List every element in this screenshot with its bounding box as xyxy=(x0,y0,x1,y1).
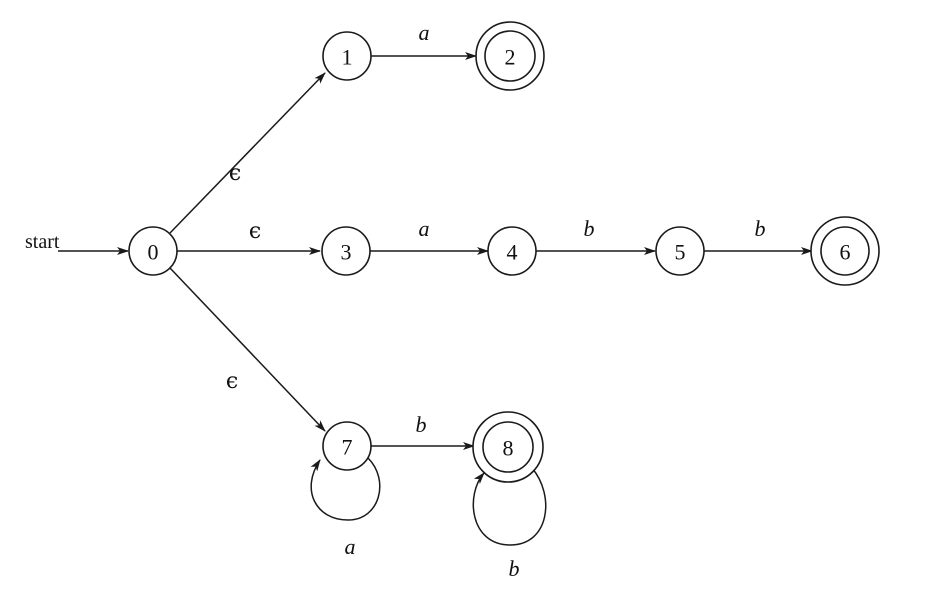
state-0: 0 xyxy=(128,226,178,276)
edge-label-8-8: b xyxy=(509,556,520,581)
edge-label-1-2: a xyxy=(419,20,430,45)
state-8: 8 xyxy=(472,411,544,483)
svg-text:2: 2 xyxy=(505,45,516,70)
svg-text:5: 5 xyxy=(675,240,686,265)
svg-text:1: 1 xyxy=(342,45,353,70)
state-7: 7 xyxy=(322,421,372,471)
edge-label-7-8: b xyxy=(416,412,427,437)
svg-text:0: 0 xyxy=(148,240,159,265)
svg-text:4: 4 xyxy=(507,240,518,265)
edge-0-7 xyxy=(169,267,326,432)
state-4: 4 xyxy=(487,226,537,276)
edge-label-0-1: ϵ xyxy=(229,161,241,186)
edge-label-7-7: a xyxy=(345,534,356,559)
svg-text:8: 8 xyxy=(503,436,514,461)
edge-label-5-6: b xyxy=(755,216,766,241)
start-label: start xyxy=(25,231,60,253)
state-1: 1 xyxy=(322,31,372,81)
loop-8 xyxy=(472,467,547,546)
state-5: 5 xyxy=(655,226,705,276)
edge-label-0-3: ϵ xyxy=(249,219,261,244)
state-6: 6 xyxy=(810,216,880,286)
edge-label-0-7: ϵ xyxy=(226,369,238,394)
svg-text:7: 7 xyxy=(342,435,353,460)
loop-7 xyxy=(310,457,381,521)
svg-text:6: 6 xyxy=(840,240,851,265)
svg-text:3: 3 xyxy=(341,240,352,265)
state-3: 3 xyxy=(321,226,371,276)
edge-label-3-4: a xyxy=(419,216,430,241)
state-2: 2 xyxy=(475,21,545,91)
edge-0-1 xyxy=(169,72,326,234)
edge-label-4-5: b xyxy=(584,216,595,241)
